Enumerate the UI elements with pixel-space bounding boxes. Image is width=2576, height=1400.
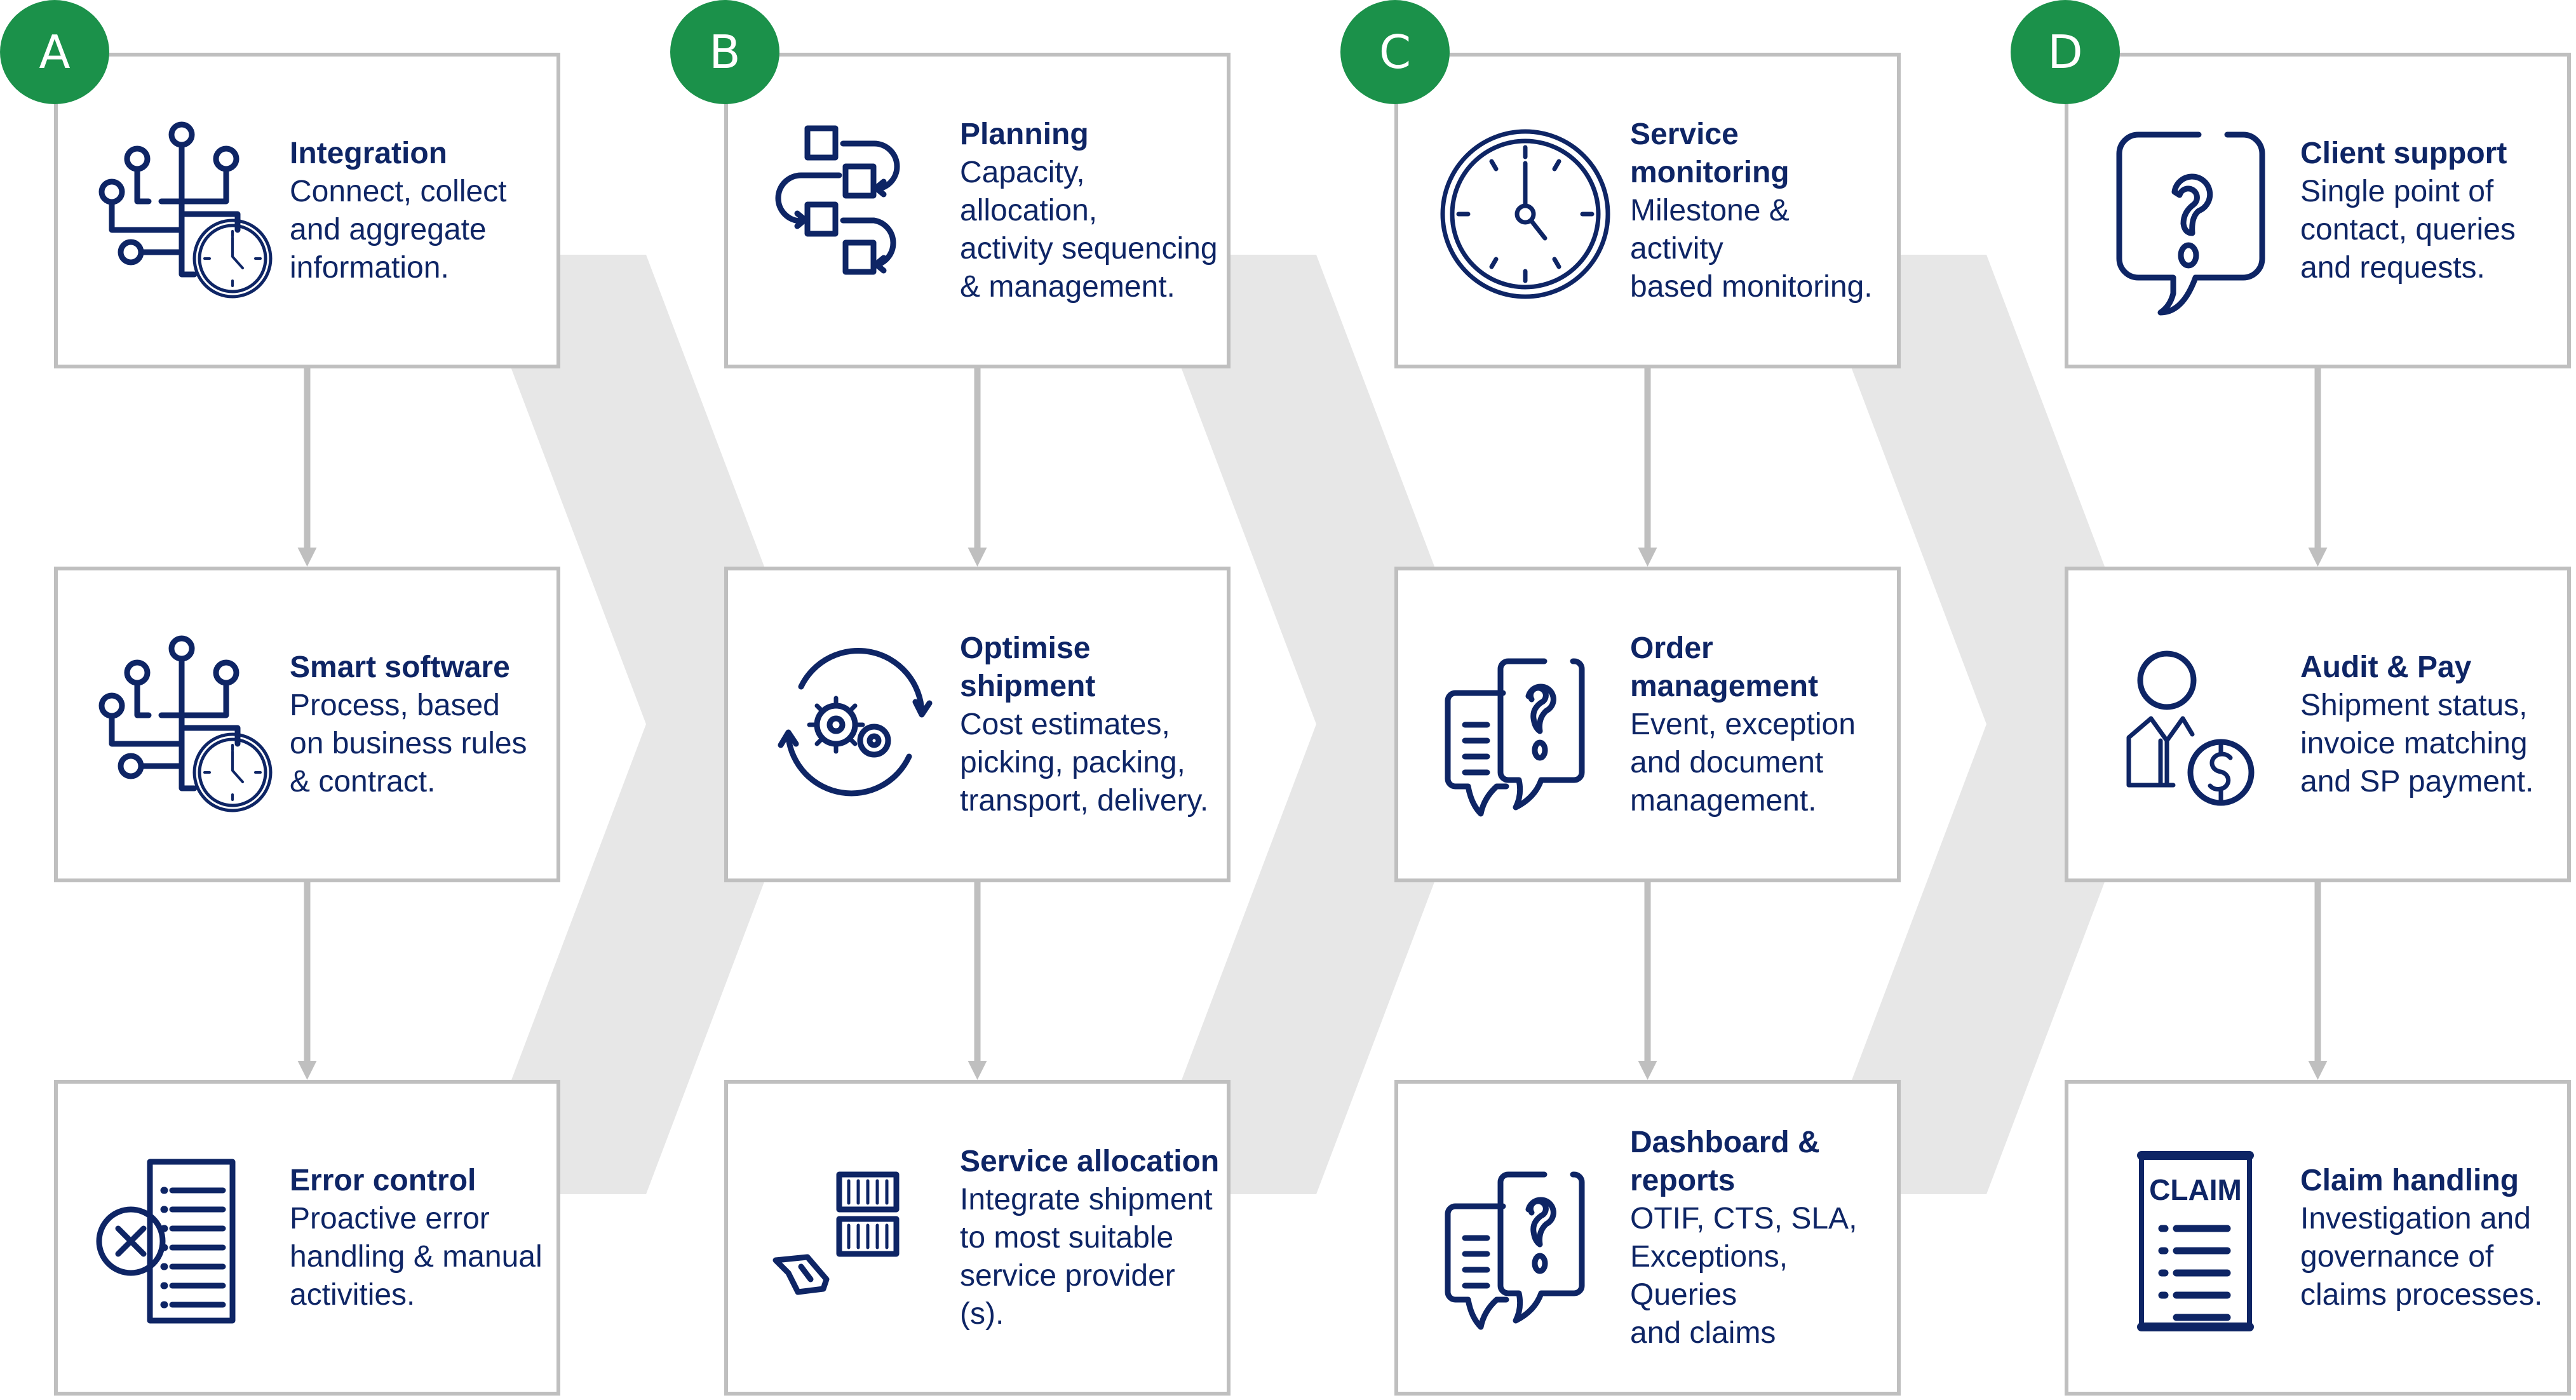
chevron-arrow-2 xyxy=(1138,255,1494,1194)
step-box-a-2: Smart software Process, based on busines… xyxy=(54,567,560,882)
step-box-d-3: CLAIM Claim handling Investigation and g… xyxy=(2065,1080,2571,1396)
person-dollar-icon xyxy=(2126,650,2255,806)
step-description: Process, based on business rules & contr… xyxy=(290,688,527,798)
sequence-flow-icon xyxy=(763,122,947,306)
step-description: Single point of contact, queries and req… xyxy=(2300,174,2516,285)
step-description: Proactive error handling & manual activi… xyxy=(290,1201,543,1312)
question-bubble-icon xyxy=(2116,131,2265,316)
hand-containers-icon xyxy=(772,1171,900,1295)
step-title: Dashboard & reports xyxy=(1630,1125,1820,1197)
sequence-flow-icon xyxy=(775,125,900,275)
step-text: Dashboard & reports OTIF, CTS, SLA, Exce… xyxy=(1630,1084,1891,1392)
step-badge-b: B xyxy=(670,0,779,104)
network-clock-icon xyxy=(93,121,277,306)
gears-cycle-icon xyxy=(778,648,933,797)
network-clock-icon xyxy=(98,121,273,299)
step-text: Smart software Process, based on busines… xyxy=(290,570,550,878)
connector-arrowhead xyxy=(2308,1061,2328,1080)
step-description: Connect, collect and aggregate informati… xyxy=(290,174,507,285)
chat-question-icon xyxy=(1433,1149,1617,1333)
connector-arrowhead xyxy=(2308,548,2328,567)
chat-question-icon xyxy=(1433,636,1617,820)
step-title: Error control xyxy=(290,1163,476,1197)
question-bubble-icon xyxy=(2103,122,2288,316)
chat-question-icon xyxy=(1445,1171,1585,1330)
connector-arrowhead xyxy=(297,1061,317,1080)
connector-arrowhead xyxy=(968,548,987,567)
step-text: Client support Single point of contact, … xyxy=(2300,57,2561,365)
step-text: Service allocation Integrate shipment to… xyxy=(960,1084,1220,1392)
step-badge-d: D xyxy=(2011,0,2120,104)
step-title: Planning xyxy=(960,117,1089,151)
connector-arrowhead xyxy=(968,1061,987,1080)
step-box-a-1: Integration Connect, collect and aggrega… xyxy=(54,53,560,368)
step-description: Milestone & activity based monitoring. xyxy=(1630,193,1873,304)
claim-label: CLAIM xyxy=(2149,1173,2242,1206)
step-text: Order management Event, exception and do… xyxy=(1630,570,1891,878)
step-title: Smart software xyxy=(290,650,510,684)
step-box-b-3: Service allocation Integrate shipment to… xyxy=(724,1080,1231,1396)
error-checklist-icon xyxy=(96,1159,236,1324)
connector-arrowhead xyxy=(1638,548,1657,567)
step-text: Audit & Pay Shipment status, invoice mat… xyxy=(2300,570,2561,878)
step-box-a-3: Error control Proactive error handling &… xyxy=(54,1080,560,1396)
step-title: Service monitoring xyxy=(1630,117,1790,189)
step-text: Error control Proactive error handling &… xyxy=(290,1084,550,1392)
step-box-c-1: Service monitoring Milestone & activity … xyxy=(1394,53,1901,368)
step-title: Optimise shipment xyxy=(960,631,1096,703)
step-title: Integration xyxy=(290,136,447,170)
step-text: Integration Connect, collect and aggrega… xyxy=(290,57,550,365)
clock-icon xyxy=(1440,129,1610,299)
connector-arrowhead xyxy=(1638,1061,1657,1080)
step-description: OTIF, CTS, SLA, Exceptions, Queries and … xyxy=(1630,1201,1858,1350)
error-checklist-icon xyxy=(93,1149,277,1333)
step-text: Optimise shipment Cost estimates, pickin… xyxy=(960,570,1220,878)
step-description: Capacity, allocation, activity sequencin… xyxy=(960,155,1218,304)
step-description: Cost estimates, picking, packing, transp… xyxy=(960,707,1209,818)
step-box-d-2: Audit & Pay Shipment status, invoice mat… xyxy=(2065,567,2571,882)
step-text: Planning Capacity, allocation, activity … xyxy=(960,57,1220,365)
clock-icon xyxy=(1433,122,1617,306)
chevron-arrow-1 xyxy=(468,255,824,1194)
step-text: Service monitoring Milestone & activity … xyxy=(1630,57,1891,365)
step-box-d-1: Client support Single point of contact, … xyxy=(2065,53,2571,368)
step-title: Service allocation xyxy=(960,1144,1220,1178)
network-clock-icon xyxy=(98,635,273,812)
step-title: Client support xyxy=(2300,136,2507,170)
chat-question-icon xyxy=(1445,658,1585,817)
claim-document-icon: CLAIM xyxy=(2137,1151,2254,1331)
hand-containers-icon xyxy=(763,1149,947,1333)
step-box-b-2: Optimise shipment Cost estimates, pickin… xyxy=(724,567,1231,882)
gears-cycle-icon xyxy=(763,636,947,820)
claim-document-icon: CLAIM xyxy=(2103,1149,2288,1333)
step-description: Event, exception and document management… xyxy=(1630,707,1856,818)
step-box-c-2: Order management Event, exception and do… xyxy=(1394,567,1901,882)
network-clock-icon xyxy=(93,635,277,820)
step-title: Order management xyxy=(1630,631,1819,703)
step-badge-a: A xyxy=(0,0,109,104)
step-title: Claim handling xyxy=(2300,1163,2519,1197)
connector-arrowhead xyxy=(297,548,317,567)
step-description: Investigation and governance of claims p… xyxy=(2300,1201,2543,1312)
step-box-c-3: Dashboard & reports OTIF, CTS, SLA, Exce… xyxy=(1394,1080,1901,1396)
step-box-b-1: Planning Capacity, allocation, activity … xyxy=(724,53,1231,368)
step-text: Claim handling Investigation and governa… xyxy=(2300,1084,2561,1392)
person-dollar-icon xyxy=(2103,636,2288,820)
step-title: Audit & Pay xyxy=(2300,650,2472,684)
step-badge-c: C xyxy=(1340,0,1450,104)
chevron-arrow-3 xyxy=(1809,255,2164,1194)
step-description: Shipment status, invoice matching and SP… xyxy=(2300,688,2534,798)
step-description: Integrate shipment to most suitable serv… xyxy=(960,1182,1213,1331)
